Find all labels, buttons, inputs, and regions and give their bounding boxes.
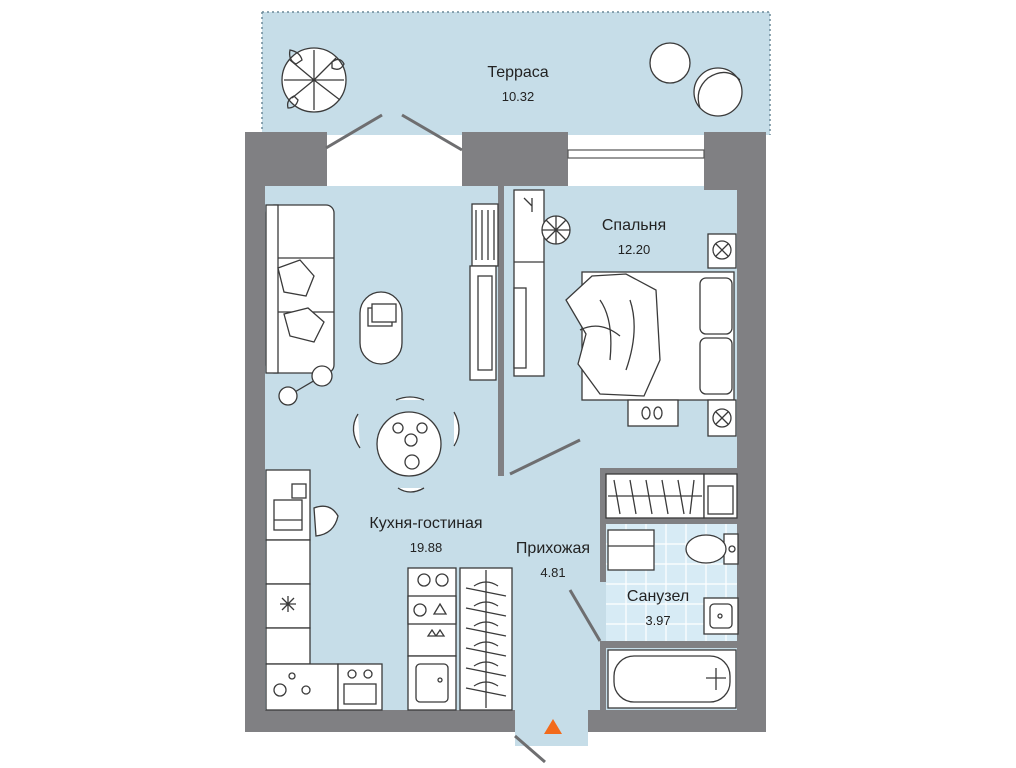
sofa-icon (265, 204, 335, 374)
sink-icon (703, 597, 739, 635)
room-label-living: Кухня-гостиная 19.88 (369, 515, 482, 555)
room-label-terrace: Терраса 10.32 (487, 64, 548, 104)
kitchen-counter (265, 539, 339, 711)
room-area-bathroom: 3.97 (645, 613, 670, 628)
chair-icon (693, 67, 743, 117)
bathtub-icon (607, 649, 737, 709)
outer-walls (245, 132, 766, 732)
dining-table-icon (352, 396, 460, 493)
sink-icon (407, 655, 457, 711)
room-name-bedroom: Спальня (602, 217, 666, 234)
room-area-hall: 4.81 (540, 565, 565, 580)
bed-icon (565, 271, 735, 401)
shoe-cabinet (607, 529, 655, 571)
bedroom-wardrobe (605, 473, 738, 519)
terrace-table (649, 42, 691, 84)
floor-lamp-icon (278, 365, 333, 406)
room-area-living: 19.88 (410, 540, 443, 555)
washing-machine-icon (407, 567, 457, 657)
nightstand-top (707, 233, 737, 269)
room-area-bedroom: 12.20 (618, 242, 651, 257)
interior-walls (498, 186, 738, 710)
stove-icon (337, 663, 383, 711)
plant-icon (281, 47, 347, 113)
room-area-terrace: 10.32 (502, 89, 535, 104)
tv-unit (469, 189, 545, 381)
rug (627, 399, 679, 427)
entrance-arrow-icon (544, 719, 562, 734)
toilet-icon (685, 533, 739, 565)
plant-icon (541, 215, 571, 245)
room-label-bathroom: Санузел 3.97 (627, 588, 689, 628)
door-swings (325, 113, 602, 764)
room-label-hall: Прихожая 4.81 (516, 540, 590, 580)
room-name-hall: Прихожая (516, 540, 590, 557)
nightstand-bottom (707, 399, 737, 437)
coffee-table (359, 291, 403, 365)
room-name-bathroom: Санузел (627, 588, 689, 605)
desk (265, 469, 339, 541)
room-name-living: Кухня-гостиная (369, 515, 482, 532)
room-name-terrace: Терраса (487, 64, 548, 81)
wardrobe-hall (459, 567, 513, 711)
room-label-bedroom: Спальня 12.20 (602, 217, 666, 257)
